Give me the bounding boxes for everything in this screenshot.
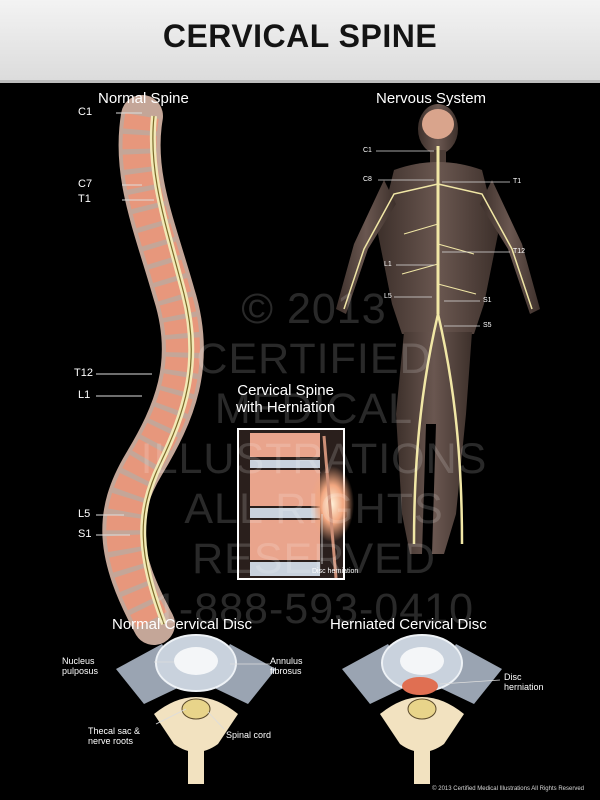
nerve-label-c8: C8: [363, 176, 372, 183]
label-spinal-cord: Spinal cord: [226, 730, 272, 740]
herniation-heading: Cervical Spine with Herniation: [236, 382, 336, 416]
normal-disc-heading: Normal Cervical Disc: [112, 616, 253, 633]
spine-label-s1: S1: [78, 528, 92, 540]
normal-spine-drawing: [96, 95, 204, 645]
nerve-label-s1: S1: [483, 297, 492, 304]
herniation-inset: [237, 428, 354, 580]
nerve-label-s5: S5: [483, 322, 492, 329]
nerve-label-t12: T12: [513, 248, 526, 255]
nervous-system-figure: [336, 104, 540, 554]
copyright-notice: © 2013 Certified Medical Illustrations A…: [432, 786, 584, 792]
header: CERVICAL SPINE: [0, 0, 600, 83]
herniated-disc-drawing: [342, 634, 502, 784]
label-thecal-sac: Thecal sac & nerve roots: [88, 726, 141, 746]
spine-label-l5: L5: [78, 508, 91, 520]
illustration-art: [96, 95, 540, 784]
nervous-system-heading: Nervous System: [376, 90, 487, 107]
nerve-label-t1: T1: [513, 178, 522, 185]
herniated-disc-heading: Herniated Cervical Disc: [330, 616, 487, 633]
label-nucleus-pulposus: Nucleus pulposus: [62, 656, 99, 676]
spine-label-c7: C7: [78, 178, 93, 190]
nerve-label-l1: L1: [384, 261, 392, 268]
normal-disc-drawing: [116, 634, 276, 784]
label-annulus-fibrosus: Annulus fibrosus: [270, 656, 303, 676]
illustration-panel: © 2013 CERTIFIED MEDICAL ILLUSTRATIONS A…: [4, 84, 596, 796]
nerve-label-c1: C1: [363, 147, 372, 154]
page-title: CERVICAL SPINE: [162, 18, 438, 54]
spine-label-c1: C1: [78, 106, 93, 118]
nerve-label-l5: L5: [384, 293, 392, 300]
spine-label-t1: T1: [78, 193, 91, 205]
normal-spine-heading: Normal Spine: [98, 90, 189, 107]
spine-label-t12: T12: [74, 367, 93, 379]
watermark-text: © 2013 CERTIFIED MEDICAL ILLUSTRATIONS A…: [140, 285, 488, 633]
label-disc-herniation: Disc herniation: [504, 672, 544, 692]
inset-label-disc-herniation: Disc herniation: [312, 568, 359, 575]
spine-label-l1: L1: [78, 389, 91, 401]
